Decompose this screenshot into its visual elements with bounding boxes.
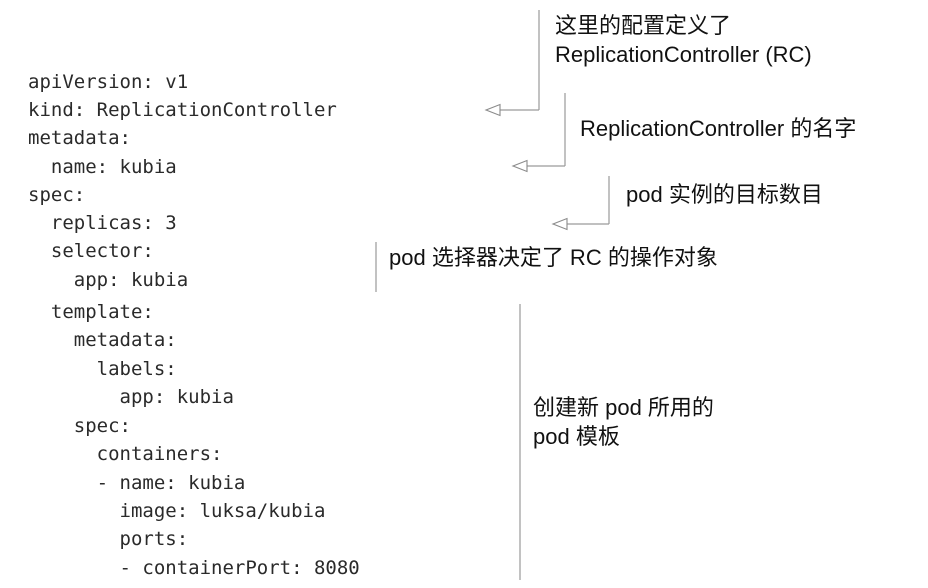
code-line-replicas: replicas: 3 <box>28 212 177 234</box>
code-line-selector: selector: <box>28 240 154 262</box>
code-line-container-name: - name: kubia <box>28 472 246 494</box>
code-line-template: template: <box>28 301 154 323</box>
callout-rc-definition: 这里的配置定义了 ReplicationController (RC) <box>555 11 812 69</box>
callout-rc-definition-line-1: 这里的配置定义了 <box>555 13 732 38</box>
callout-template-line-2: pod 模板 <box>533 424 620 449</box>
code-line-ports: ports: <box>28 528 189 550</box>
code-line-selector-app: app: kubia <box>28 269 189 291</box>
callout-rc-name-line-1: ReplicationController 的名字 <box>580 116 857 141</box>
callout-selector: pod 选择器决定了 RC 的操作对象 <box>389 243 718 272</box>
callout-template-line-1: 创建新 pod 所用的 <box>533 395 714 420</box>
code-line-image: image: luksa/kubia <box>28 500 326 522</box>
code-line-template-spec: spec: <box>28 415 131 437</box>
callout-template: 创建新 pod 所用的 pod 模板 <box>533 393 714 451</box>
callout-replicas: pod 实例的目标数目 <box>626 180 823 209</box>
code-line-name: name: kubia <box>28 156 177 178</box>
code-line-metadata: metadata: <box>28 127 131 149</box>
callout-rc-definition-line-2: ReplicationController (RC) <box>555 42 812 67</box>
callout-rc-name: ReplicationController 的名字 <box>580 114 856 143</box>
code-line-containers: containers: <box>28 443 223 465</box>
code-line-labels-app: app: kubia <box>28 386 234 408</box>
arrow-rc-name-icon <box>511 159 528 173</box>
callout-selector-line-1: pod 选择器决定了 RC 的操作对象 <box>389 245 718 270</box>
code-line-labels: labels: <box>28 358 177 380</box>
code-line-template-metadata: metadata: <box>28 329 177 351</box>
arrow-rc-definition-icon <box>484 103 501 117</box>
code-line-kind: kind: ReplicationController <box>28 99 337 121</box>
code-line-container-port: - containerPort: 8080 <box>28 557 360 579</box>
code-line-spec: spec: <box>28 184 86 206</box>
callout-replicas-line-1: pod 实例的目标数目 <box>626 182 823 207</box>
arrow-replicas-icon <box>551 217 568 231</box>
code-line-api-version: apiVersion: v1 <box>28 71 189 93</box>
